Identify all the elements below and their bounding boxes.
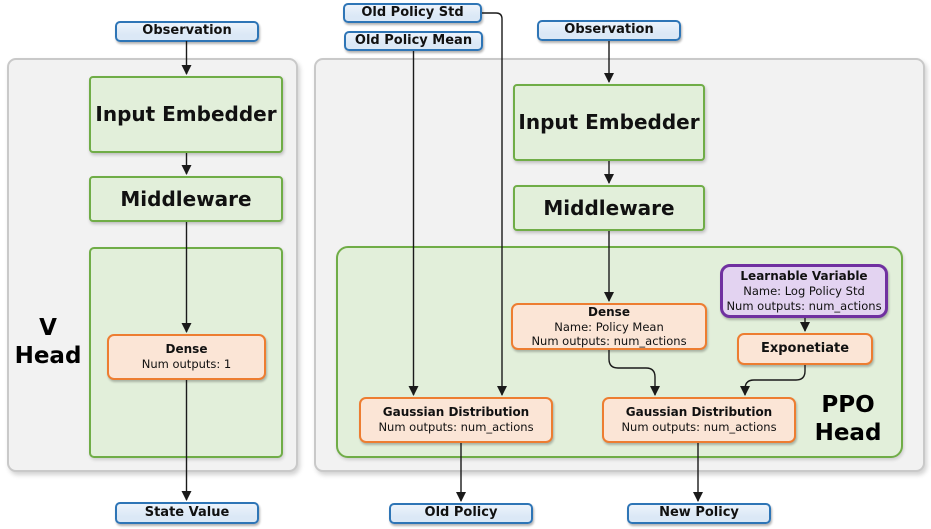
v-head-title: V Head: [10, 312, 86, 372]
middleware-v: Middleware: [89, 176, 283, 222]
dense-v-detail: Num outputs: 1: [141, 357, 232, 372]
gaussian-distribution-new-node: Gaussian Distribution Num outputs: num_a…: [602, 397, 796, 443]
old-policy-output: Old Policy: [389, 503, 533, 524]
exponetiate-label: Exponetiate: [760, 340, 850, 356]
ppo-head-title: PPO Head: [806, 389, 890, 449]
learnable-variable-name: Name: Log Policy Std: [743, 284, 865, 298]
ppo-head-title-line1: PPO: [821, 392, 875, 418]
input-embedder-ppo: Input Embedder: [513, 84, 705, 161]
dense-v-node: Dense Num outputs: 1: [107, 334, 266, 380]
gaussian-new-title: Gaussian Distribution: [625, 405, 773, 420]
gaussian-old-title: Gaussian Distribution: [382, 405, 530, 420]
observation-input-ppo-label: Observation: [564, 22, 654, 38]
input-embedder-v: Input Embedder: [89, 76, 283, 153]
old-policy-output-label: Old Policy: [424, 505, 498, 521]
ppo-head-title-line2: Head: [814, 420, 882, 446]
old-policy-std-input-label: Old Policy Std: [361, 4, 464, 20]
state-value-output: State Value: [115, 502, 259, 524]
v-head-title-line1: V: [39, 315, 57, 341]
dense-v-title: Dense: [165, 342, 208, 357]
dense-policy-mean-name: Name: Policy Mean: [554, 319, 664, 334]
exponetiate-node: Exponetiate: [737, 333, 873, 365]
dense-policy-mean-node: Dense Name: Policy Mean Num outputs: num…: [511, 303, 707, 350]
state-value-output-label: State Value: [144, 504, 230, 520]
observation-input-ppo: Observation: [537, 20, 681, 41]
input-embedder-ppo-label: Input Embedder: [518, 110, 700, 134]
learnable-variable-outputs: Num outputs: num_actions: [726, 298, 882, 313]
gaussian-distribution-old-node: Gaussian Distribution Num outputs: num_a…: [359, 397, 553, 443]
learnable-variable-title: Learnable Variable: [740, 269, 868, 283]
observation-input-v: Observation: [115, 21, 259, 42]
old-policy-std-input: Old Policy Std: [343, 3, 482, 23]
gaussian-new-outputs: Num outputs: num_actions: [621, 420, 777, 435]
observation-input-v-label: Observation: [142, 23, 232, 39]
new-policy-output-label: New Policy: [659, 505, 739, 521]
learnable-variable-node: Learnable Variable Name: Log Policy Std …: [720, 264, 888, 318]
old-policy-mean-input-label: Old Policy Mean: [354, 32, 473, 48]
gaussian-old-outputs: Num outputs: num_actions: [378, 420, 534, 435]
input-embedder-v-label: Input Embedder: [95, 102, 277, 126]
v-head-title-line2: Head: [14, 343, 82, 369]
middleware-ppo-label: Middleware: [543, 195, 675, 220]
old-policy-mean-input: Old Policy Mean: [344, 31, 483, 51]
middleware-ppo: Middleware: [513, 185, 705, 231]
middleware-v-label: Middleware: [120, 186, 252, 211]
dense-policy-mean-outputs: Num outputs: num_actions: [531, 334, 687, 348]
dense-policy-mean-title: Dense: [588, 304, 630, 319]
new-policy-output: New Policy: [627, 503, 771, 524]
